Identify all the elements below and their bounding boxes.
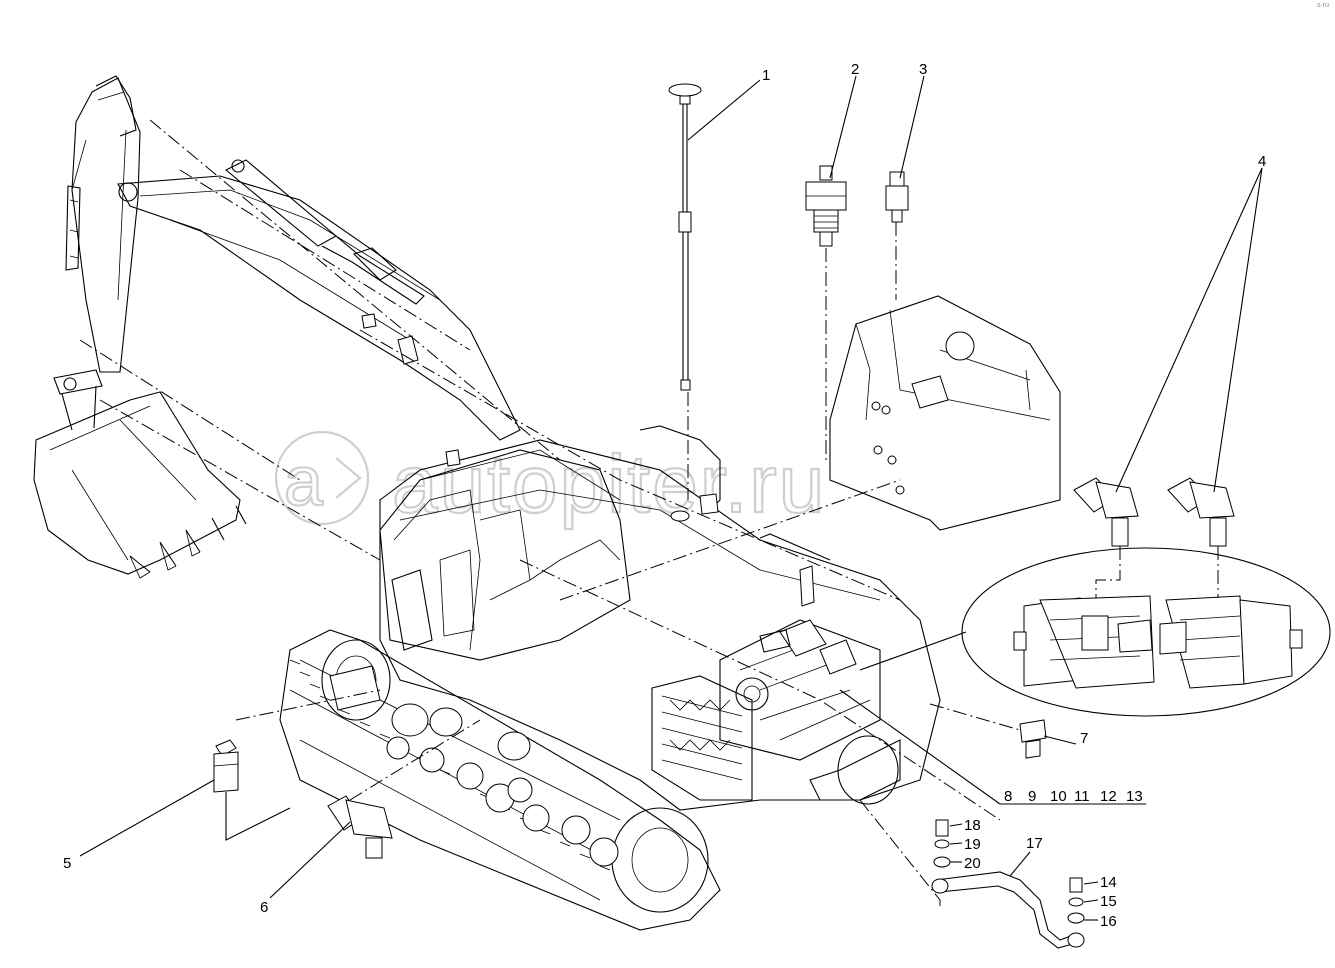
callout-5: 5 xyxy=(63,855,71,872)
part-6-sensor-connector xyxy=(327,795,393,859)
callout-4: 4 xyxy=(1258,153,1266,170)
part-5-switch xyxy=(213,739,239,793)
corner-mark: s·ru xyxy=(1316,2,1329,9)
excavator-upper-structure xyxy=(379,295,1061,811)
callout-19: 19 xyxy=(964,836,981,853)
part-1-fuel-level-sender xyxy=(668,83,702,391)
callout-6: 6 xyxy=(260,899,268,916)
part-3-pressure-switch xyxy=(885,171,909,223)
callout-12: 12 xyxy=(1100,788,1117,805)
callout-3: 3 xyxy=(919,61,927,78)
callout-2: 2 xyxy=(851,61,859,78)
leader-lines xyxy=(79,75,1263,921)
callout-7: 7 xyxy=(1080,730,1088,747)
part-2-temperature-sensor xyxy=(805,165,847,247)
callout-10: 10 xyxy=(1050,788,1067,805)
watermark: a autopiter.ru xyxy=(274,430,826,531)
callout-1: 1 xyxy=(762,67,770,84)
part-7-sensor xyxy=(1019,719,1047,759)
callout-14: 14 xyxy=(1100,874,1117,891)
callout-8: 8 xyxy=(1004,788,1012,805)
callout-15: 15 xyxy=(1100,893,1117,910)
excavator-front-attachment xyxy=(33,75,521,579)
callout-20: 20 xyxy=(964,855,981,872)
callout-13: 13 xyxy=(1126,788,1143,805)
callout-17: 17 xyxy=(1026,835,1043,852)
excavator-undercarriage xyxy=(279,629,901,931)
svg-text:a: a xyxy=(284,442,325,520)
callout-16: 16 xyxy=(1100,913,1117,930)
parts-bolts-washers-pipe xyxy=(931,819,1085,949)
callout-18: 18 xyxy=(964,817,981,834)
callout-labels: 1 2 3 4 5 6 7 8 9 10 11 12 13 14 15 16 1… xyxy=(63,61,1266,930)
part-4-pump-pressure-sensors xyxy=(1073,477,1235,547)
watermark-text: autopiter.ru xyxy=(392,439,826,530)
callout-11: 11 xyxy=(1074,788,1090,805)
hydraulic-pump-detail xyxy=(961,547,1331,717)
callout-9: 9 xyxy=(1028,788,1036,805)
